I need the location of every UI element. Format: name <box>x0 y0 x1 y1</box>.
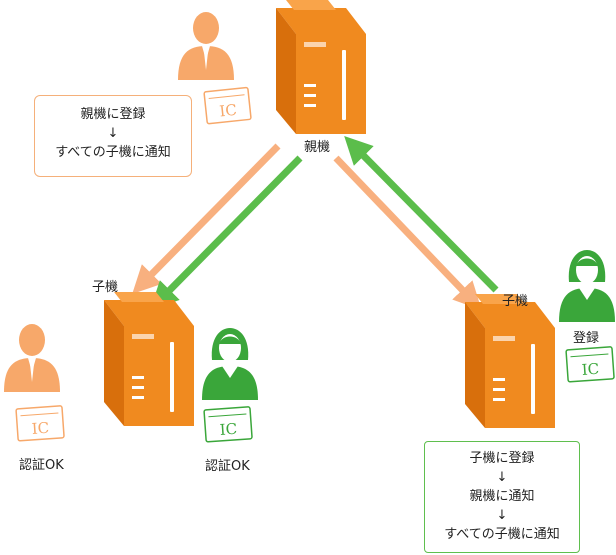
auth-ok-right-label: 認証OK <box>205 459 250 474</box>
register-label: 登録 <box>573 331 600 346</box>
parent-box-arrow: ↓ <box>107 126 119 141</box>
ic-card-icon-top: IC <box>203 86 252 125</box>
svg-text:IC: IC <box>31 419 50 438</box>
male-user-icon-top <box>178 12 234 80</box>
ic-card-icon-right: IC <box>565 346 615 383</box>
parent-box-line2: すべての子機に通知 <box>55 145 171 160</box>
svg-text:IC: IC <box>581 360 600 379</box>
arrow-parent-to-right-child <box>333 155 482 311</box>
ic-card-icon-middle: IC <box>203 406 253 443</box>
parent-register-box: 親機に登録 ↓ すべての子機に通知 <box>34 95 192 177</box>
male-user-icon-left <box>4 324 60 392</box>
arrow-parent-to-left-child <box>132 143 281 294</box>
child-box-line2: 親機に通知 <box>469 489 535 504</box>
parent-printer-icon <box>276 0 366 134</box>
female-user-icon-right <box>559 250 615 322</box>
child-register-box: 子機に登録 ↓ 親機に通知 ↓ すべての子機に通知 <box>424 441 580 553</box>
female-user-icon-middle <box>202 328 258 400</box>
ic-card-icon-left: IC <box>15 405 65 442</box>
child-box-arrow2: ↓ <box>496 508 508 523</box>
parent-printer-label: 親機 <box>304 140 331 155</box>
svg-text:IC: IC <box>219 420 238 439</box>
svg-text:IC: IC <box>218 101 237 121</box>
right-child-printer-icon <box>465 294 555 428</box>
child-box-line1: 子機に登録 <box>469 451 535 466</box>
auth-ok-left-label: 認証OK <box>19 458 64 473</box>
parent-box-line1: 親機に登録 <box>80 107 146 122</box>
child-box-line3: すべての子機に通知 <box>444 527 560 542</box>
arrow-left-child-to-parent-green <box>150 155 303 310</box>
right-child-printer-label: 子機 <box>502 294 529 309</box>
arrow-right-child-to-parent <box>344 136 499 293</box>
left-child-printer-icon <box>104 292 194 426</box>
child-box-arrow1: ↓ <box>496 470 508 485</box>
left-child-printer-label: 子機 <box>92 280 119 295</box>
